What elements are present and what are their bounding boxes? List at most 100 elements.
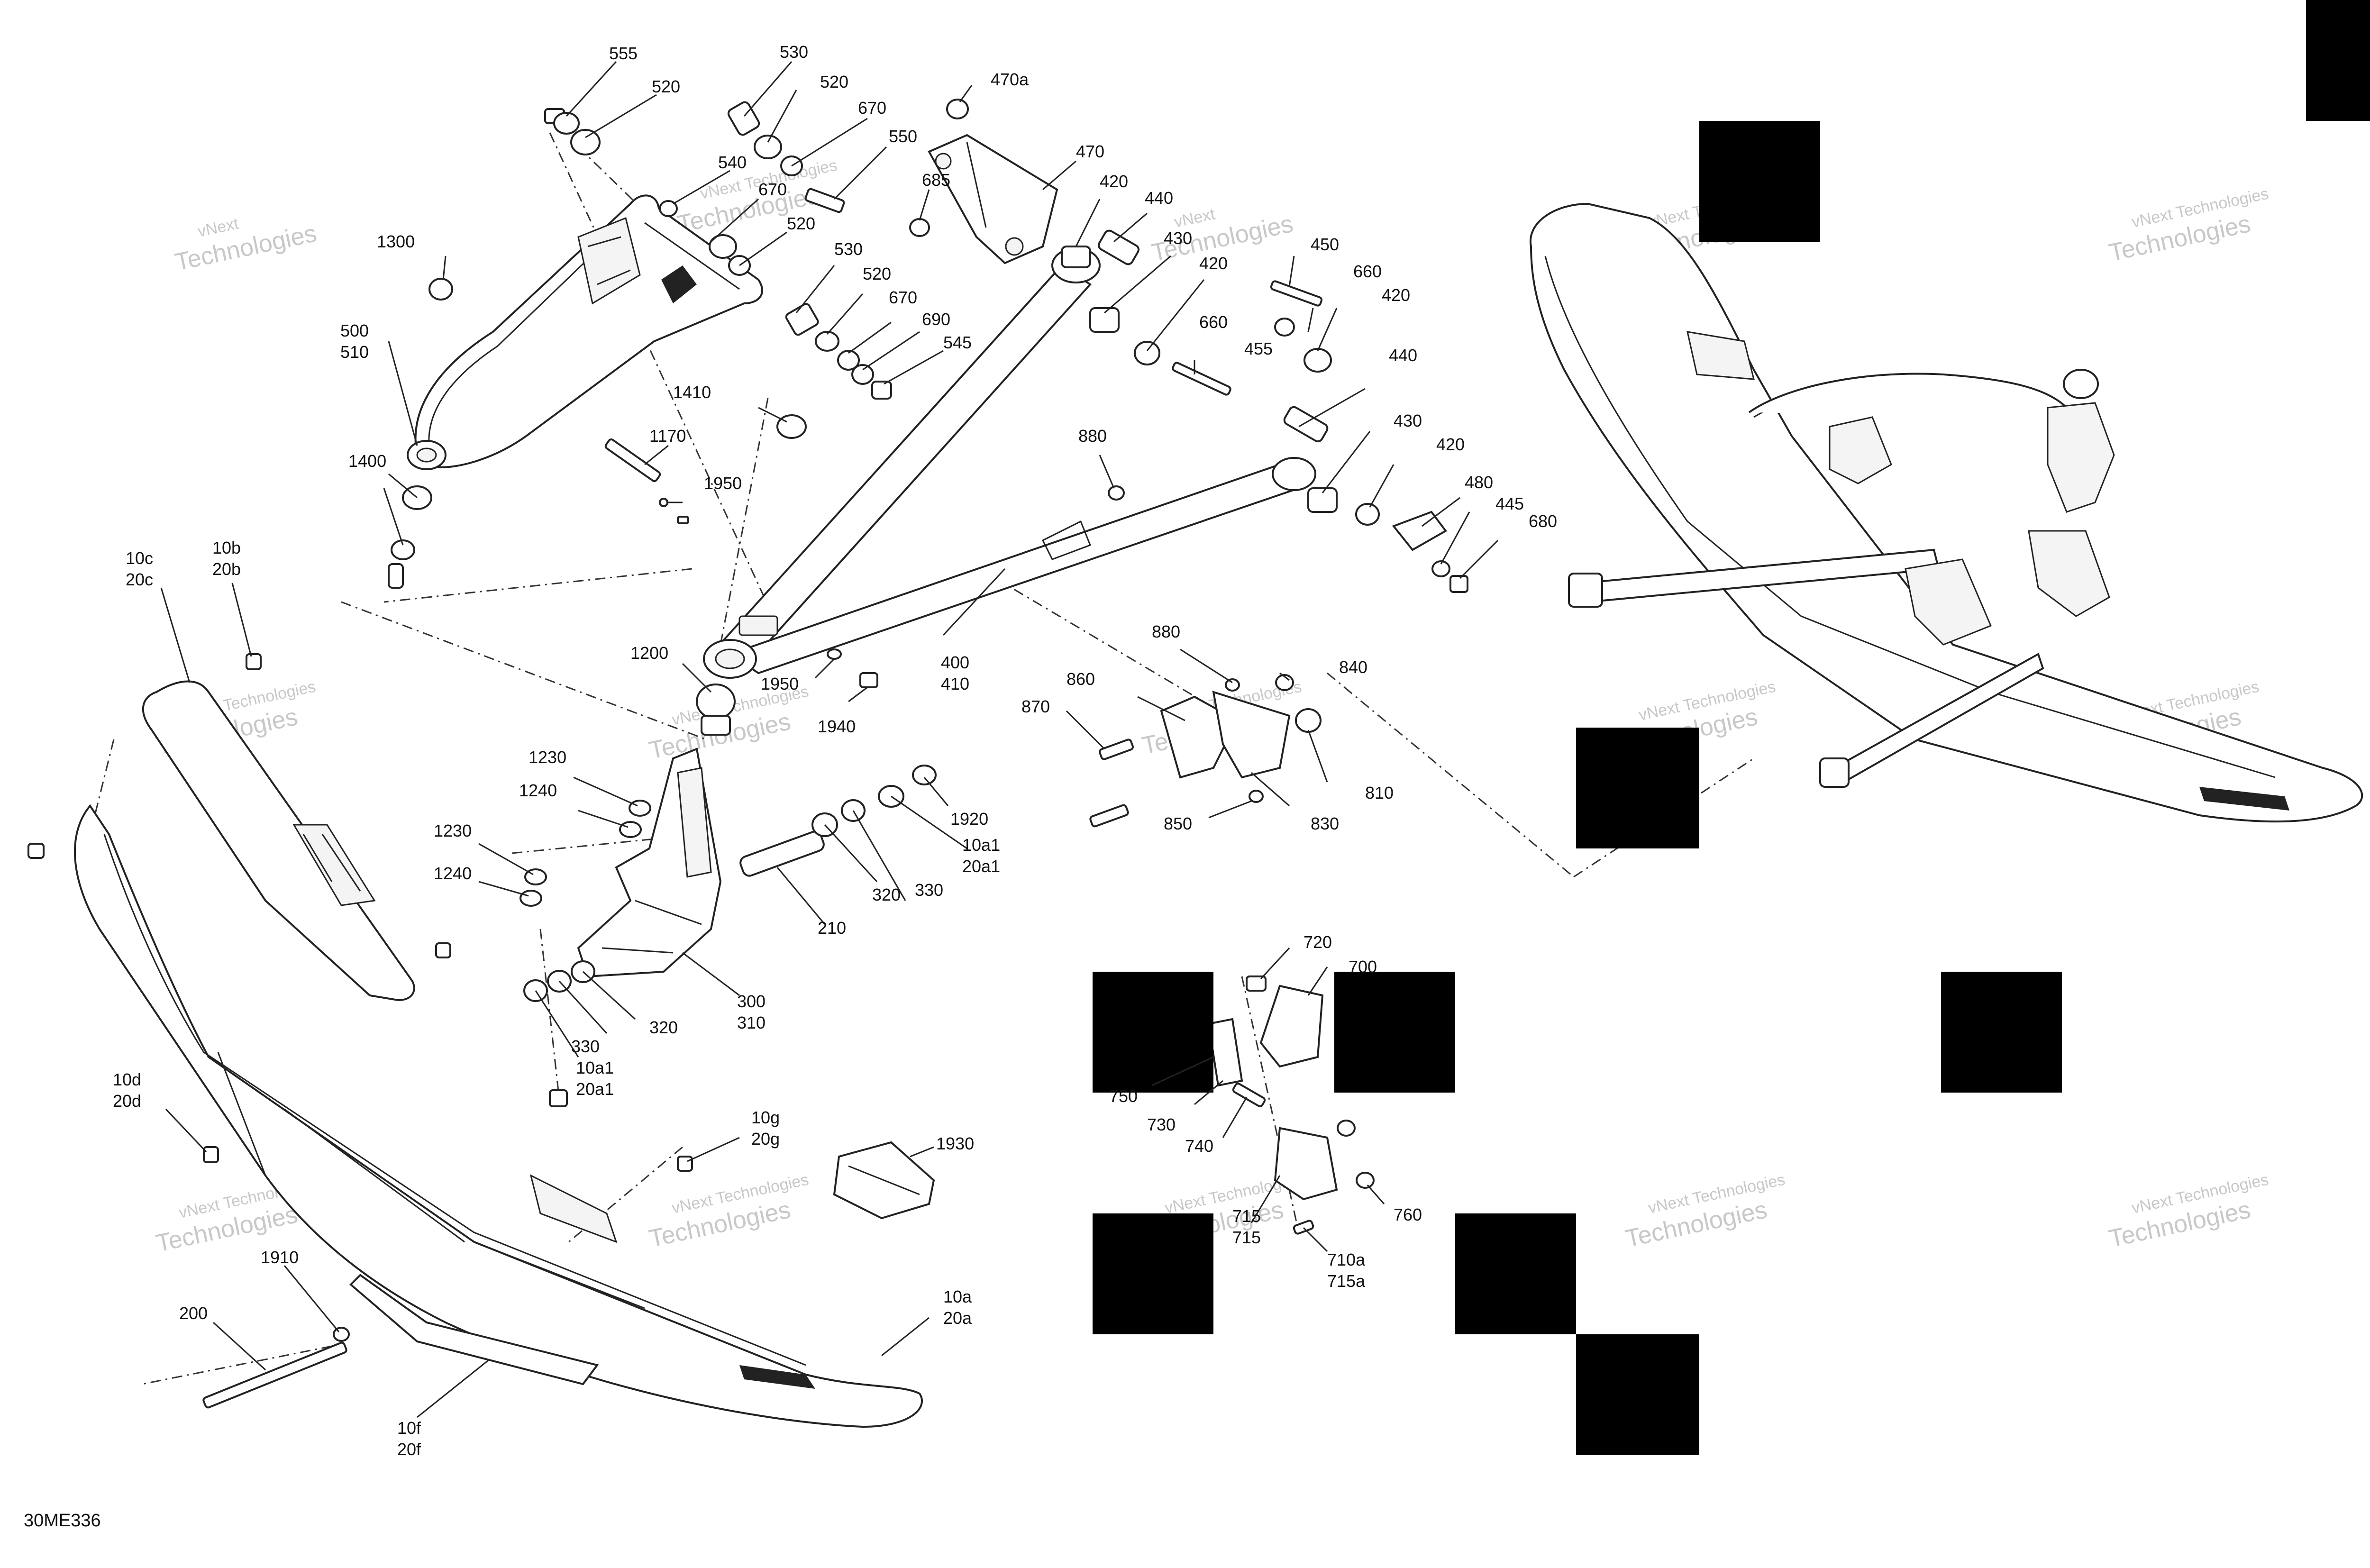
callout-700: 700 (1349, 957, 1377, 976)
bolt (1270, 280, 1323, 307)
callout-10a: 10a (943, 1287, 972, 1306)
callout-420: 420 (1199, 254, 1228, 273)
dash-line (568, 1146, 683, 1243)
watermark-5: vNext Technologies Technologies (2106, 184, 2270, 266)
sleeve (727, 101, 760, 136)
callout-420: 420 (1436, 435, 1465, 454)
callout-20a1: 20a1 (962, 857, 1000, 876)
bolt-870 (1099, 738, 1134, 760)
callout-10f: 10f (397, 1418, 421, 1438)
callout-660: 660 (1353, 262, 1382, 281)
sleeve (785, 303, 819, 336)
nut-760 (1356, 1172, 1375, 1189)
dash-line (341, 601, 707, 740)
callout-530: 530 (834, 239, 863, 259)
callout-555: 555 (609, 44, 638, 63)
dash-line (539, 929, 560, 1100)
redaction-block (1699, 121, 1820, 242)
callout-545: 545 (943, 333, 972, 352)
callout-715: 715 (1232, 1206, 1261, 1226)
callout-670: 670 (758, 180, 787, 199)
washer (1274, 318, 1295, 337)
bolt-740 (1232, 1083, 1266, 1107)
nut-470a (946, 99, 969, 119)
steering-group (1207, 975, 1375, 1235)
figure-reference: 30ME336 (24, 1511, 101, 1531)
callout-440: 440 (1389, 346, 1417, 365)
bracket (1283, 406, 1329, 443)
callout-310: 310 (737, 1013, 766, 1032)
callout-320: 320 (649, 1018, 678, 1037)
bolt (435, 942, 451, 958)
ski-assembly (27, 653, 935, 1428)
washer (1134, 341, 1160, 365)
callout-400: 400 (941, 653, 969, 672)
watermark-12: vNext Technologies Technologies (647, 1170, 810, 1252)
callout-450: 450 (1311, 235, 1339, 254)
callout-455: 455 (1244, 339, 1273, 358)
callout-520: 520 (820, 72, 848, 91)
callout-870: 870 (1021, 697, 1050, 716)
callout-720: 720 (1304, 932, 1332, 952)
watermark-14: vNext Technologies Technologies (1623, 1170, 1787, 1252)
redaction-block (2306, 0, 2370, 121)
callout-520: 520 (787, 214, 815, 233)
callout-1930: 1930 (936, 1134, 974, 1153)
callout-710a: 710a (1327, 1250, 1366, 1269)
ball-joint (391, 539, 415, 560)
pivot-hardware (659, 229, 1468, 688)
callout-470: 470 (1076, 142, 1104, 161)
callout-445: 445 (1495, 494, 1524, 513)
callout-1230: 1230 (434, 821, 472, 840)
nut-685 (909, 218, 930, 237)
callout-470a: 470a (991, 70, 1029, 89)
arm-pivot (1272, 457, 1316, 491)
bracket-830 (1212, 691, 1291, 779)
callout-480: 480 (1465, 473, 1493, 492)
callout-740: 740 (1185, 1136, 1213, 1156)
nut (1249, 790, 1264, 803)
nut-880 (1108, 485, 1125, 501)
callout-510: 510 (340, 342, 369, 362)
callout-760: 760 (1394, 1205, 1422, 1224)
assembled-logo (2199, 787, 2289, 811)
callout-1950: 1950 (704, 474, 742, 493)
leader-lines (160, 61, 1499, 1418)
watermark-1: vNext Technologies (173, 214, 319, 276)
ball-joint-stud (388, 563, 404, 589)
callout-10c: 10c (126, 548, 153, 568)
bushing (815, 331, 839, 352)
bolt-10b (246, 653, 262, 670)
sleeve (1307, 487, 1338, 513)
callout-860: 860 (1066, 669, 1095, 689)
upper-hardware (388, 101, 892, 589)
callout-20b: 20b (212, 559, 241, 579)
upper-a-arm (407, 194, 764, 470)
washer (837, 350, 860, 371)
callout-420: 420 (1100, 172, 1128, 191)
circlip (428, 278, 453, 301)
dash-line (142, 1345, 332, 1385)
callout-20g: 20g (751, 1129, 780, 1149)
bolt-10d (203, 1146, 219, 1163)
callout-850: 850 (1164, 814, 1192, 833)
callout-1940: 1940 (818, 717, 856, 736)
callout-1230: 1230 (529, 748, 566, 767)
callout-730: 730 (1147, 1115, 1176, 1134)
callout-210: 210 (818, 918, 846, 938)
bolt (27, 843, 45, 859)
assembled-ball-joint (1568, 573, 1603, 608)
callout-810: 810 (1365, 783, 1394, 802)
callout-10d: 10d (113, 1070, 141, 1089)
callout-430: 430 (1164, 228, 1192, 248)
ski-10a (74, 804, 923, 1428)
bolt (1172, 362, 1231, 396)
dash-line (549, 132, 778, 626)
axle-210 (739, 830, 825, 877)
ski-logo-pilot (739, 1365, 815, 1389)
ball-joint-1200 (696, 684, 736, 720)
callout-520: 520 (652, 77, 680, 96)
pin-1950 (659, 498, 668, 507)
washer-1910 (333, 1327, 350, 1342)
